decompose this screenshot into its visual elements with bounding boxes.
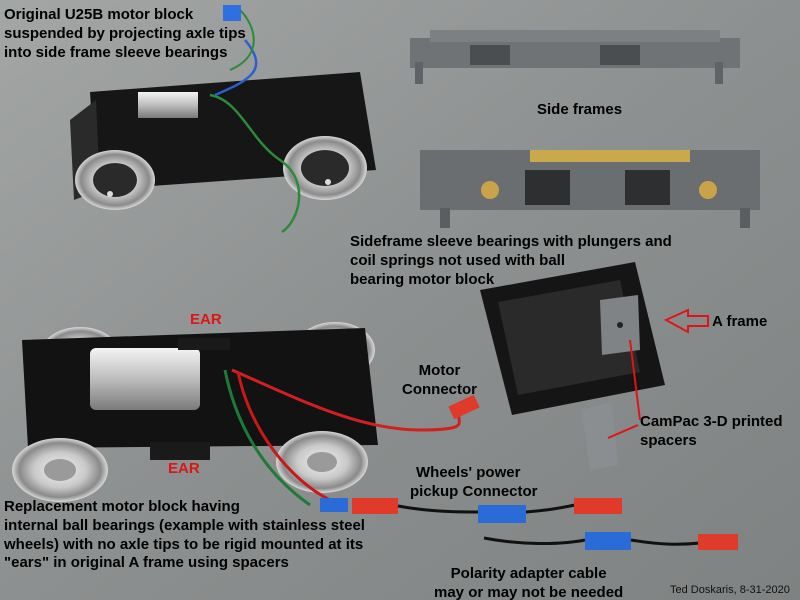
caption-line: pickup Connector xyxy=(410,482,538,500)
caption-line: CamPac 3-D printed xyxy=(640,413,783,430)
ear-top-label: EAR xyxy=(190,311,222,328)
caption-line: Original U25B motor block xyxy=(4,6,194,23)
caption-line: spacers xyxy=(640,431,697,449)
caption-line: coil springs not used with ball xyxy=(350,251,566,269)
original-motor-block xyxy=(70,5,376,234)
ear-bottom-label: EAR xyxy=(168,460,200,477)
caption-line: bearing motor block xyxy=(350,270,495,288)
replacement-motor-can xyxy=(90,348,200,410)
polarity-cable-caption: Polarity adapter cable may or may not be… xyxy=(434,565,623,600)
original-block-caption: Original U25B motor block suspended by p… xyxy=(4,6,246,62)
caption-line: may or may not be needed xyxy=(434,583,624,600)
annotation-arrows xyxy=(607,308,709,439)
sleeve-bearings-caption: Sideframe sleeve bearings with plungers … xyxy=(350,233,672,289)
caption-line: Connector xyxy=(402,380,477,398)
spacer-line-lower xyxy=(607,424,639,439)
side-frames-caption: Side frames xyxy=(537,101,623,118)
motor-connector-caption: Motor Connector xyxy=(402,362,477,400)
polarity-adapter-cable xyxy=(320,498,738,550)
caption-line: internal ball bearings (example with sta… xyxy=(4,516,365,534)
caption-line: Sideframe sleeve bearings with plungers … xyxy=(350,233,672,250)
a-frame-caption: A frame xyxy=(712,313,768,330)
bottom-ear xyxy=(150,442,210,460)
top-ear xyxy=(178,338,230,350)
caption-line: Replacement motor block having xyxy=(4,498,240,515)
caption-line: wheels) with no axle tips to be rigid mo… xyxy=(4,535,364,553)
motor-connector-plug xyxy=(448,394,480,420)
caption-line: Wheels' power xyxy=(416,464,521,481)
caption-line: Motor xyxy=(418,362,461,379)
photo-credit: Ted Doskaris, 8-31-2020 xyxy=(670,584,790,596)
campac-spacers-caption: CamPac 3-D printed spacers xyxy=(640,413,783,451)
spacer-line-upper xyxy=(629,339,641,421)
caption-line: suspended by projecting axle tips xyxy=(4,24,246,42)
campac-spacer-loose xyxy=(582,402,618,470)
replacement-block-caption: Replacement motor block having internal … xyxy=(4,498,365,573)
caption-line: "ears" in original A frame using spacers xyxy=(4,554,289,572)
replacement-motor-block xyxy=(12,322,480,507)
caption-line: Polarity adapter cable xyxy=(450,565,607,582)
a-frame-arrow xyxy=(663,308,709,334)
side-frames-part xyxy=(410,30,740,84)
wheels-power-caption: Wheels' power pickup Connector xyxy=(410,464,538,502)
sideframe-sleeve-bearings-part xyxy=(420,150,760,228)
caption-line: into side frame sleeve bearings xyxy=(4,43,228,61)
